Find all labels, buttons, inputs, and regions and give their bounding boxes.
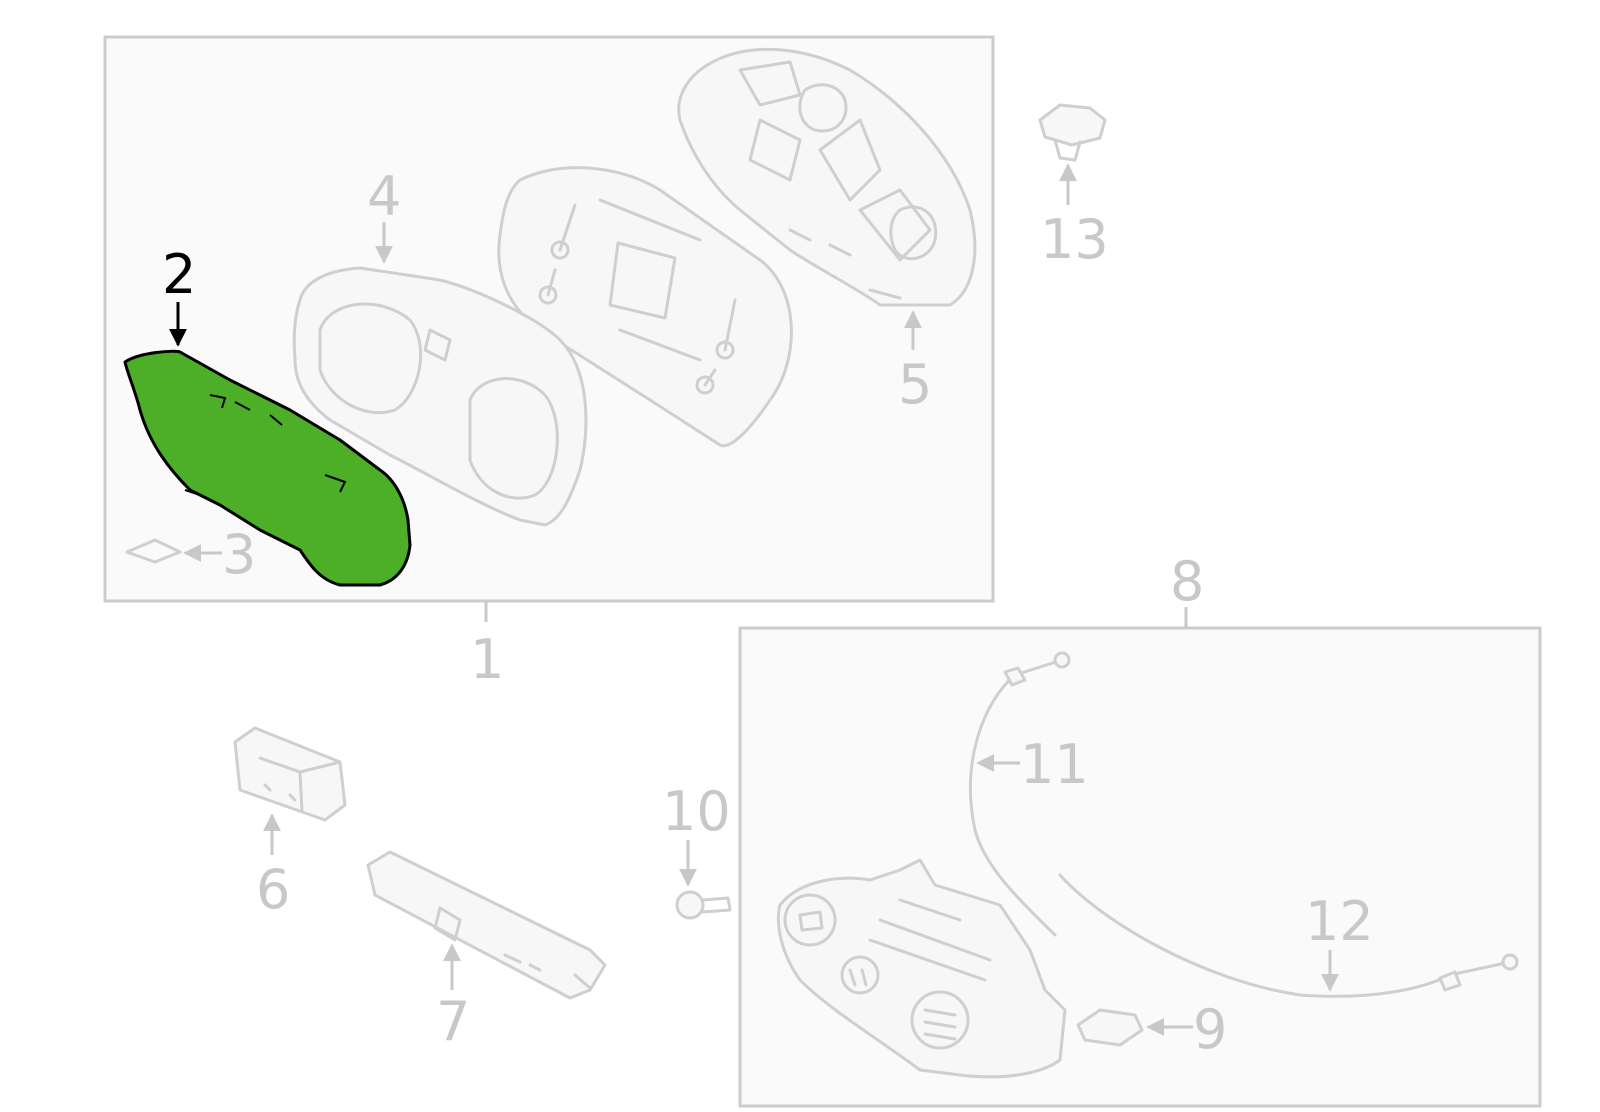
part-screw[interactable] (675, 890, 732, 920)
callout-4[interactable]: 4 (367, 165, 401, 228)
part-bezel-frame[interactable] (292, 266, 588, 527)
part-clip[interactable] (1038, 103, 1107, 162)
callout-1[interactable]: 1 (470, 628, 504, 691)
part-lens-highlighted[interactable] (123, 349, 412, 587)
callout-6[interactable]: 6 (256, 858, 290, 921)
callout-11[interactable]: 11 (1020, 733, 1089, 796)
part-cable-11[interactable] (969, 651, 1071, 937)
callout-2[interactable]: 2 (162, 243, 196, 306)
callout-13[interactable]: 13 (1040, 208, 1109, 271)
part-clip-9[interactable] (1076, 1008, 1144, 1047)
part-rear-housing[interactable] (677, 47, 977, 307)
callout-9[interactable]: 9 (1193, 998, 1227, 1061)
part-gauge-face[interactable] (497, 166, 793, 448)
part-gasket[interactable] (125, 538, 182, 564)
callout-3[interactable]: 3 (222, 523, 256, 586)
callout-7[interactable]: 7 (436, 990, 470, 1053)
callout-10[interactable]: 10 (662, 780, 731, 843)
callout-8[interactable]: 8 (1170, 550, 1204, 613)
callout-12[interactable]: 12 (1305, 890, 1374, 953)
assembly-box-8 (738, 626, 1542, 1108)
part-climate-control-unit[interactable] (776, 858, 1067, 1079)
part-switch-block[interactable] (233, 726, 347, 822)
lens-shape[interactable] (123, 349, 412, 587)
part-switch-bar[interactable] (366, 850, 607, 1000)
callout-5[interactable]: 5 (898, 353, 932, 416)
part-cable-12[interactable] (1058, 873, 1519, 998)
